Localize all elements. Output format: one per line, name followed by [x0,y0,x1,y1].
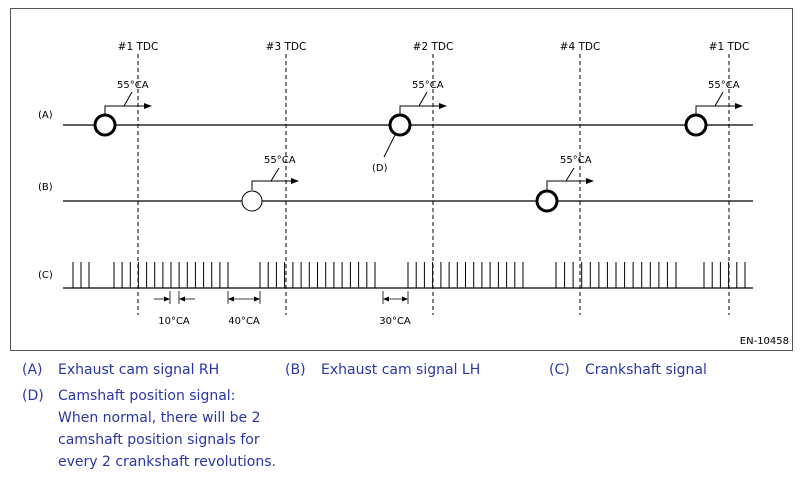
callout-d-label: (D) [372,163,388,174]
cam-pulse-a-2 [388,113,412,137]
row-label-b: (B) [38,182,53,193]
tdc-label-1b: #1 TDC [709,41,750,53]
legend-text-a: Exhaust cam signal RH [58,362,220,378]
legend-text-d-2: When normal, there will be 2 [58,410,261,426]
legend-text-b: Exhaust cam signal LH [321,362,481,378]
legend-item-a: (A) Exhaust cam signal RH [22,359,219,381]
legend-key-a: (A) [22,362,43,378]
legend-key-d: (D) [22,388,44,404]
legend-text-c: Crankshaft signal [585,362,707,378]
legend-item-b: (B) Exhaust cam signal LH [285,359,480,381]
legend-text-d-3: camshaft position signals for [58,432,260,448]
dim-label-40: 40°CA [228,316,260,327]
angle-label-a-1: 55°CA [117,80,149,91]
cam-pulse-b-1 [241,190,263,212]
legend-item-d: (D) Camshaft position signal: When normal… [22,385,276,473]
tdc-label-4: #4 TDC [560,41,601,53]
cam-pulse-a-1 [93,113,117,137]
angle-label-a-2: 55°CA [412,80,444,91]
angle-label-b-1: 55°CA [264,155,296,166]
diagram-frame [10,8,793,351]
bracket-b-1 [251,180,293,190]
legend-key-b: (B) [285,362,306,378]
tdc-label-3: #3 TDC [266,41,307,53]
bracket-b-2 [546,180,588,190]
cam-pulse-b-2 [535,189,559,213]
angle-label-b-2: 55°CA [560,155,592,166]
legend-key-c: (C) [549,362,570,378]
angle-label-a-3: 55°CA [708,80,740,91]
callout-d-line [383,134,396,158]
dim-label-30: 30°CA [379,316,411,327]
tdc-label-1: #1 TDC [118,41,159,53]
legend-text-d-4: every 2 crankshaft revolutions. [58,454,276,470]
bracket-a-3 [695,105,737,114]
dim-label-10: 10°CA [158,316,190,327]
bracket-a-1 [104,105,146,114]
bracket-a-2 [399,105,441,114]
cam-pulse-a-3 [684,113,708,137]
tdc-label-2: #2 TDC [413,41,454,53]
row-label-a: (A) [38,110,53,121]
row-label-c: (C) [38,270,53,281]
legend-item-c: (C) Crankshaft signal [549,359,707,381]
figure-id: EN-10458 [739,336,789,347]
crankshaft-teeth [72,262,746,288]
signal-timing-diagram: #1 TDC #3 TDC #2 TDC #4 TDC #1 TDC (A) (… [38,41,753,327]
legend-text-d-1: Camshaft position signal: [58,388,236,404]
